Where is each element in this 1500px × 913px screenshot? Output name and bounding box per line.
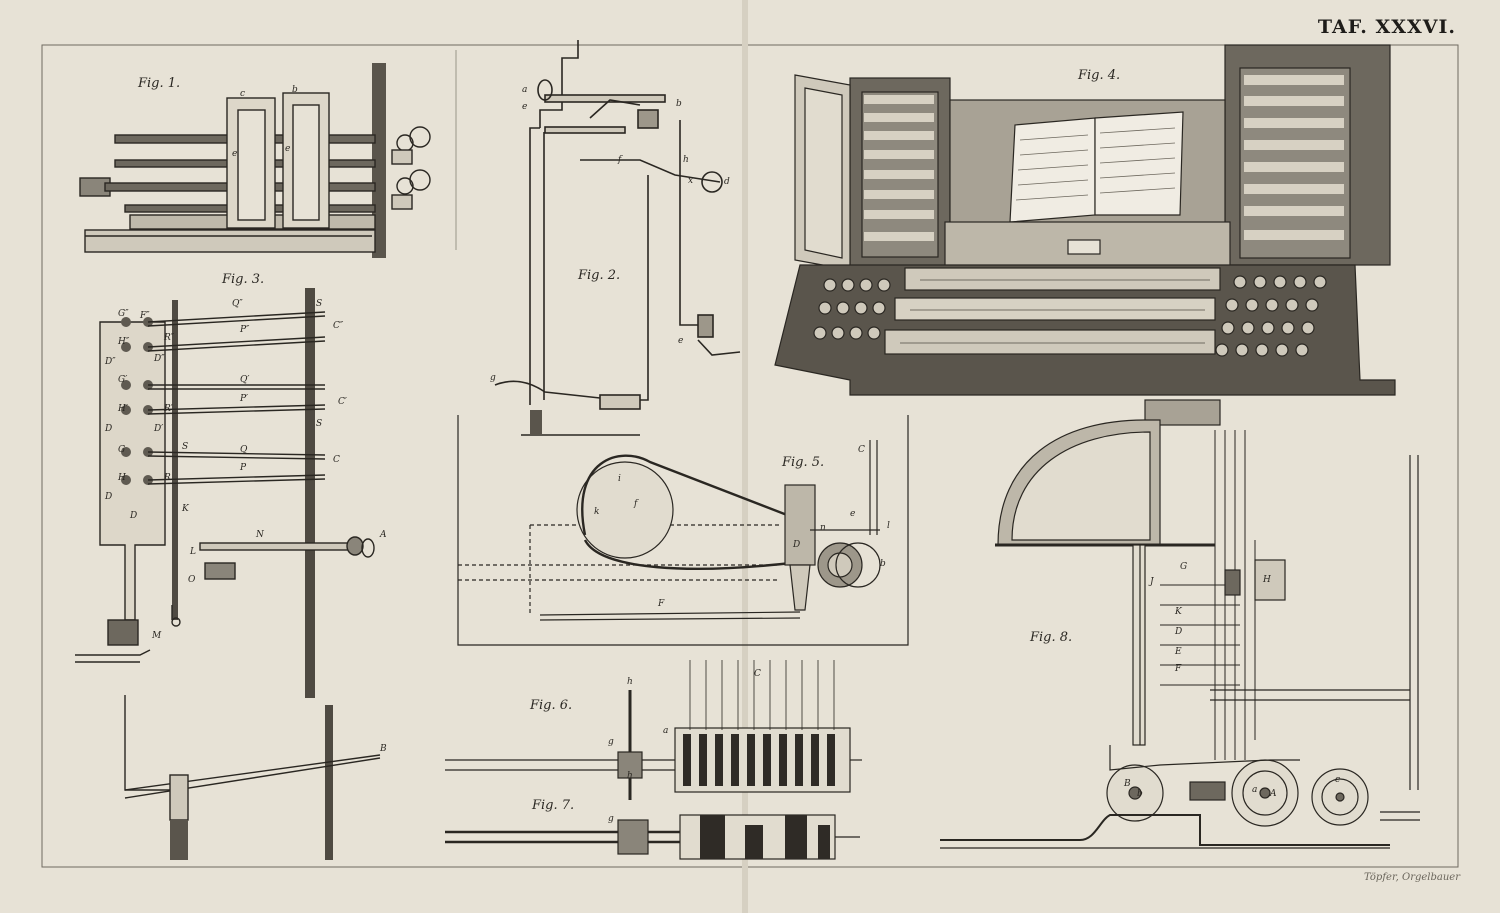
fig3-caption: Fig. 3. [222,272,265,287]
fig2-label: a [522,85,528,95]
fig3-label: D [105,492,113,502]
fig2-label: h [683,155,689,165]
fig6-label: h [627,677,633,687]
fig8-drawing [940,399,1420,849]
fig3-label: C″ [333,321,344,331]
fig8-label: A [1270,789,1277,799]
fig5-caption: Fig. 5. [782,455,825,470]
fig7-drawing [445,814,860,860]
fig1-caption: Fig. 1. [138,76,181,91]
fig2-caption: Fig. 2. [578,268,621,283]
fig7-label: g [608,814,614,824]
fig2-label: f [618,155,622,165]
fig2-label: x [688,176,694,186]
fig3-label: D′ [154,424,164,434]
fig8-label: K [1175,607,1182,617]
fig3-label: Q″ [232,299,243,309]
fig3-label: R″ [164,333,175,343]
fig3-label: O [188,575,196,585]
engraver-credit: Töpfer, Orgelbauer [1364,872,1460,883]
fig2-label: d [724,177,730,187]
fig3-label: K [182,504,189,514]
fig1-label: e [232,149,238,159]
fig8-label: c [1335,775,1341,785]
fig5-label: f [634,499,638,509]
fig5-label: l [887,521,890,531]
fig5-label: n [820,523,826,533]
fig7-caption: Fig. 7. [532,798,575,813]
fig8-label: E [1175,647,1182,657]
fig3-label: G″ [118,309,129,319]
fig3-label: C [333,455,340,465]
fig5-drawing [457,415,909,646]
fig3-label: S [316,419,323,429]
fig8-caption: Fig. 8. [1030,630,1073,645]
plate-title: TAF. XXXVI. [1317,16,1456,38]
fig8-label: b [1137,789,1143,799]
fig6-label: h [627,771,633,781]
fig2-drawing [494,40,741,436]
fig4-caption: Fig. 4. [1078,68,1121,83]
fig1-label: c [240,89,246,99]
fig6-drawing [445,660,862,800]
fig2-label: e [522,102,528,112]
fig3-label: R [164,473,171,483]
fig5-label: C [858,445,865,455]
fig8-label: F [1175,664,1182,674]
fig3-label: S [182,442,189,452]
fig8-label: a [1252,785,1258,795]
fig3-label: B [380,744,387,754]
fig3-label: H [118,473,126,483]
fig3-label: D [130,511,138,521]
fig8-label: D [1175,627,1183,637]
fig3-label: F″ [140,311,150,321]
fig3-label: H′ [118,404,128,414]
fig5-label: b [880,559,886,569]
fig3-label: S [316,299,323,309]
fig3-label: D″ [105,357,116,367]
fig3-label: P [240,463,247,473]
fig6-label: g [608,737,614,747]
fig3-label: D [105,424,113,434]
fig3-label: L [190,547,196,557]
fig3-label: G′ [118,375,128,385]
fig5-label: F [658,599,665,609]
fig1-drawing [79,63,431,258]
fig5-label: D [793,540,801,550]
fig2-label: e [678,336,684,346]
fig6-caption: Fig. 6. [530,698,573,713]
fig3-label: A [380,530,387,540]
fig3-label: H″ [118,337,130,347]
fig6-label: C [754,669,761,679]
fig3-label: R′ [164,404,173,414]
fig4-drawing [774,44,1396,396]
fig8-label: J [1150,577,1154,587]
fig8-label: B [1124,779,1131,789]
fig8-label: G [1180,562,1188,572]
fig6-label: a [663,726,669,736]
fig3-label: D″ [154,354,165,364]
fig5-label: i [618,474,621,484]
fig3-label: N [256,530,264,540]
fig1-label: e [285,144,291,154]
plate-border [41,44,1459,868]
fig3-label: M [152,631,162,641]
fig1-label: b [292,85,298,95]
fig2-label: g [490,373,496,383]
fig2-label: b [676,99,682,109]
fig5-label: k [594,507,600,517]
fig8-label: H [1263,575,1271,585]
fig3-label: Q [240,445,248,455]
fig3-drawing [75,288,381,860]
fig3-label: C′ [338,397,347,407]
fig3-label: P′ [240,394,249,404]
fig3-label: Q′ [240,375,250,385]
fig3-label: G [118,445,126,455]
fig3-label: P″ [240,325,250,335]
fig5-label: e [850,509,856,519]
